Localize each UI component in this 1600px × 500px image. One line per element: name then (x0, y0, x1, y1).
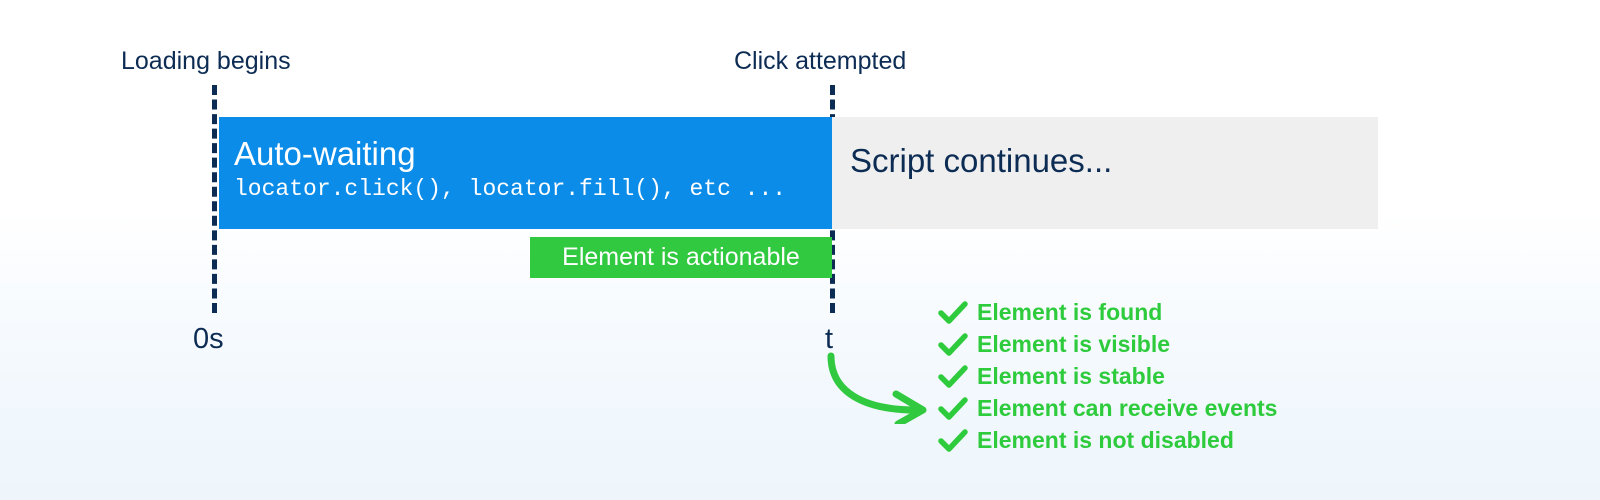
check-icon (938, 300, 968, 324)
axis-tick-t: t (825, 323, 834, 355)
list-item: Element is not disabled (938, 426, 1277, 455)
status-badge-element-actionable: Element is actionable (530, 237, 832, 278)
checklist-item-label: Element can receive events (977, 395, 1278, 421)
curved-arrow-icon (827, 352, 927, 424)
list-item: Element can receive events (938, 394, 1277, 423)
checklist-item-label: Element is found (977, 299, 1163, 325)
list-item: Element is found (938, 298, 1277, 327)
timeline-bar-script-continues: Script continues... (832, 117, 1378, 229)
marker-label-loading-begins: Loading begins (121, 47, 291, 75)
check-icon (938, 332, 968, 356)
axis-tick-zero: 0s (193, 323, 224, 355)
bar-title-auto-waiting: Auto-waiting (234, 135, 416, 172)
check-icon (938, 396, 968, 420)
list-item: Element is stable (938, 362, 1277, 391)
bar-title-script-continues: Script continues... (850, 142, 1113, 179)
checklist-item-label: Element is stable (977, 363, 1165, 389)
timeline-bar-auto-waiting: Auto-waiting locator.click(), locator.fi… (219, 117, 832, 229)
check-icon (938, 428, 968, 452)
check-icon (938, 364, 968, 388)
guide-line-start (212, 85, 217, 313)
bar-code-sample: locator.click(), locator.fill(), etc ... (234, 175, 787, 202)
marker-label-click-attempted: Click attempted (734, 47, 907, 75)
actionability-checklist: Element is found Element is visible Elem… (938, 298, 1277, 455)
checklist-item-label: Element is visible (977, 331, 1171, 357)
list-item: Element is visible (938, 330, 1277, 359)
checklist-item-label: Element is not disabled (977, 427, 1234, 453)
